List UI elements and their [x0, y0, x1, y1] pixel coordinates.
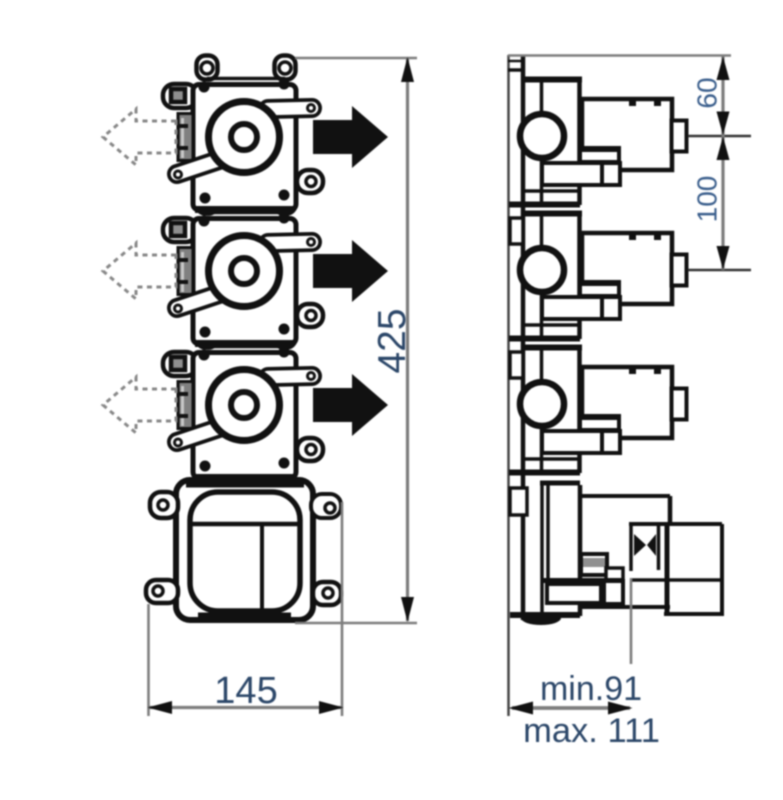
svg-text:425: 425 — [371, 308, 414, 373]
svg-text:max. 111: max. 111 — [523, 712, 660, 750]
svg-text:min.91: min.91 — [540, 670, 642, 708]
svg-text:100: 100 — [692, 176, 723, 223]
svg-text:60: 60 — [692, 77, 723, 108]
svg-text:145: 145 — [214, 670, 277, 712]
